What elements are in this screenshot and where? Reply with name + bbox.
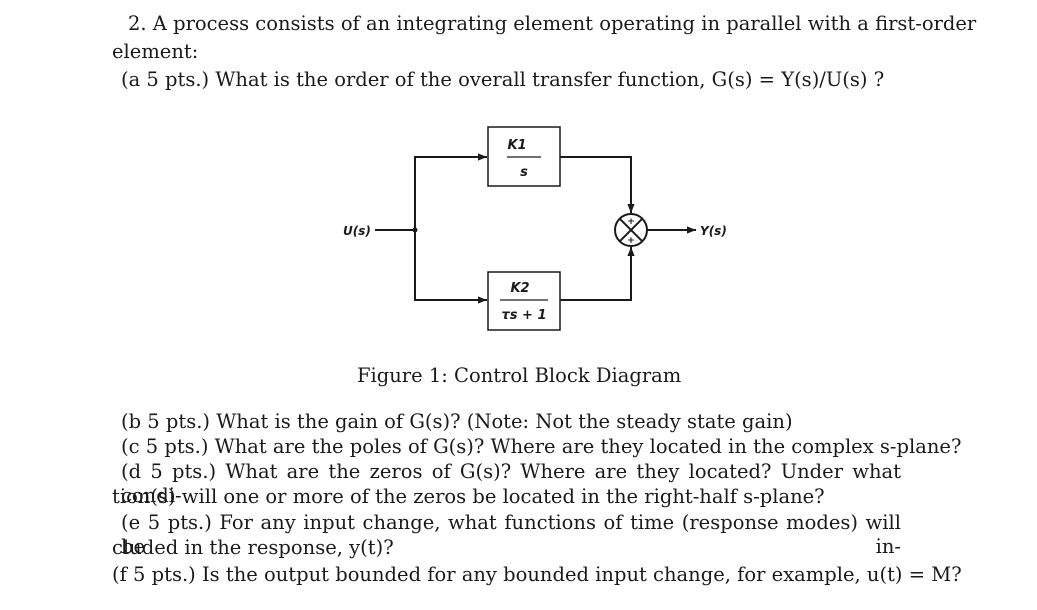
input-label: U(s)	[343, 224, 371, 238]
output-label: Y(s)	[700, 224, 727, 238]
part-b-question: (b 5 pts.) What is the gain of G(s)? (No…	[121, 410, 793, 433]
problem-statement-line1: 2. A process consists of an integrating …	[128, 12, 977, 35]
block-integrator: K1 s	[487, 126, 561, 187]
part-c-question: (c 5 pts.) What are the poles of G(s)? W…	[121, 435, 962, 458]
block2-denominator: τs + 1	[501, 308, 546, 323]
block-first-order: K2 τs + 1	[487, 271, 561, 331]
problem-statement-line2: element:	[112, 40, 199, 63]
part-d-question-line1: (d 5 pts.) What are the zeros of G(s)? W…	[121, 460, 901, 507]
sum-sign-top: +	[627, 217, 635, 227]
part-d-question-line2: tion(s) will one or more of the zeros be…	[112, 485, 825, 508]
figure-caption: Figure 1: Control Block Diagram	[357, 364, 682, 387]
block1-denominator: s	[520, 165, 528, 180]
part-e-question-line1: (e 5 pts.) For any input change, what fu…	[121, 511, 901, 558]
sum-sign-bottom: +	[627, 236, 635, 246]
block1-numerator: K1	[507, 138, 526, 153]
summing-junction: + +	[614, 213, 648, 247]
part-e-question-line2: cluded in the response, y(t)?	[112, 536, 394, 559]
part-a-question: (a 5 pts.) What is the order of the over…	[121, 68, 885, 91]
path-block2-to-sum	[560, 247, 635, 301]
path-block1-to-sum	[560, 156, 635, 213]
block2-numerator: K2	[510, 281, 529, 296]
part-f-question: (f 5 pts.) Is the output bounded for any…	[112, 563, 962, 586]
